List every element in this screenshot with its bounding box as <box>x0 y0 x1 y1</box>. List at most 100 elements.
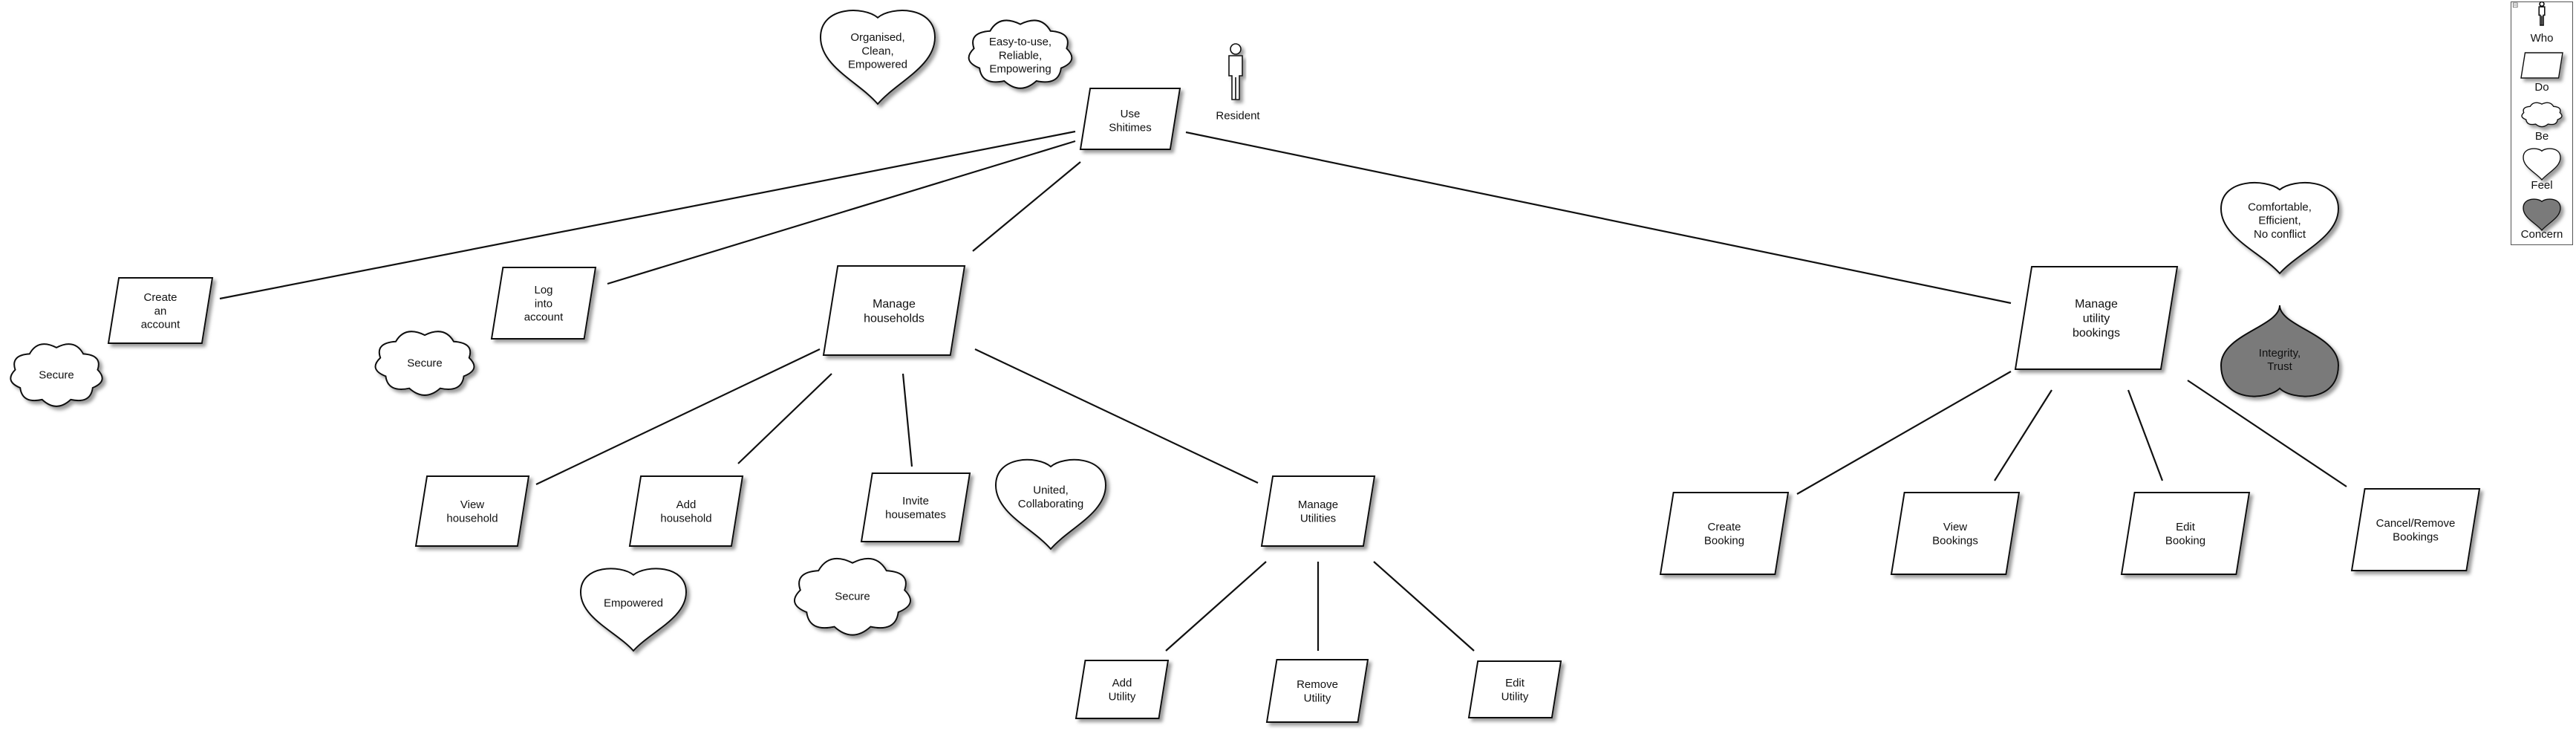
connector-line <box>901 373 913 467</box>
feel-label: Empowered <box>604 597 663 609</box>
legend-who-icon <box>2538 1 2546 26</box>
feel-shape <box>994 458 1107 550</box>
do-shape <box>628 475 744 547</box>
legend-label: Concern <box>2521 228 2563 241</box>
connector-line <box>2187 380 2347 487</box>
do-shape <box>1265 659 1369 723</box>
be-label: Secure <box>407 357 443 369</box>
actor-label: Resident <box>1216 109 1260 122</box>
legend-item-concern: Concern <box>2521 198 2563 241</box>
person-icon <box>1228 43 1243 100</box>
legend-item-be: Be <box>2521 102 2563 143</box>
feel-node-comfortable[interactable]: Comfortable,Efficient,No conflict <box>2220 182 2340 275</box>
do-shape <box>1467 660 1562 718</box>
be-shape <box>10 343 103 407</box>
be-shape <box>374 331 475 396</box>
be-shape <box>968 19 1073 89</box>
connector-line <box>972 161 1081 252</box>
connector-line <box>219 130 1076 300</box>
do-shape <box>2120 492 2251 575</box>
connector-line <box>1994 389 2052 481</box>
be-node-secure-create[interactable]: Secure <box>10 343 103 407</box>
feel-node-united[interactable]: United,Collaborating <box>994 458 1107 550</box>
be-label: Secure <box>835 590 870 603</box>
be-label: Secure <box>39 368 74 381</box>
do-shape <box>1659 492 1790 575</box>
do-shape <box>107 277 214 344</box>
feel-shape <box>819 10 936 105</box>
feel-label: United,Collaborating <box>1018 484 1083 510</box>
be-node-secure-login[interactable]: Secure <box>374 331 475 396</box>
concern-label: Integrity,Trust <box>2259 347 2301 373</box>
do-shape <box>860 472 971 542</box>
be-node-easy-to-use[interactable]: Easy-to-use,Reliable,Empowering <box>968 19 1073 89</box>
feel-label: Comfortable,Efficient,No conflict <box>2248 201 2312 241</box>
feel-label: Organised,Clean,Empowered <box>848 31 907 71</box>
legend-item-who: Who <box>2531 1 2554 45</box>
who-actor-resident[interactable]: Resident <box>1216 43 1260 122</box>
legend-be-icon <box>2521 102 2563 128</box>
legend-label: Do <box>2534 81 2549 94</box>
feel-node-organised[interactable]: Organised,Clean,Empowered <box>819 10 936 105</box>
connector-line <box>535 348 821 485</box>
do-shape <box>1890 492 2021 575</box>
connector-line <box>1165 561 1267 652</box>
do-shape <box>822 265 966 356</box>
do-shape <box>414 475 530 547</box>
do-shape <box>2350 488 2481 571</box>
connector-line <box>607 140 1076 285</box>
connector-line <box>1185 131 2012 305</box>
legend-feel-icon <box>2523 148 2561 181</box>
legend-item-do: Do <box>2520 52 2563 94</box>
legend-do-icon <box>2520 52 2563 79</box>
concern-node-integrity[interactable]: Integrity,Trust <box>2220 305 2340 397</box>
legend-label: Be <box>2535 130 2549 143</box>
be-node-secure-invite[interactable]: Secure <box>794 557 911 636</box>
legend-label: Feel <box>2531 179 2552 192</box>
do-shape <box>1079 88 1181 150</box>
legend-concern-icon <box>2523 198 2561 232</box>
legend-label: Who <box>2531 32 2554 45</box>
do-shape <box>1075 660 1170 719</box>
connector-line <box>737 373 832 464</box>
feel-node-empowered[interactable]: Empowered <box>579 568 688 652</box>
do-shape <box>1260 475 1376 547</box>
connector-line <box>2127 389 2164 481</box>
do-shape <box>490 267 597 340</box>
connector-lines <box>219 130 2347 652</box>
legend-collapse-icon[interactable]: ⊟ <box>2512 1 2519 10</box>
legend-item-feel: Feel <box>2523 148 2561 192</box>
